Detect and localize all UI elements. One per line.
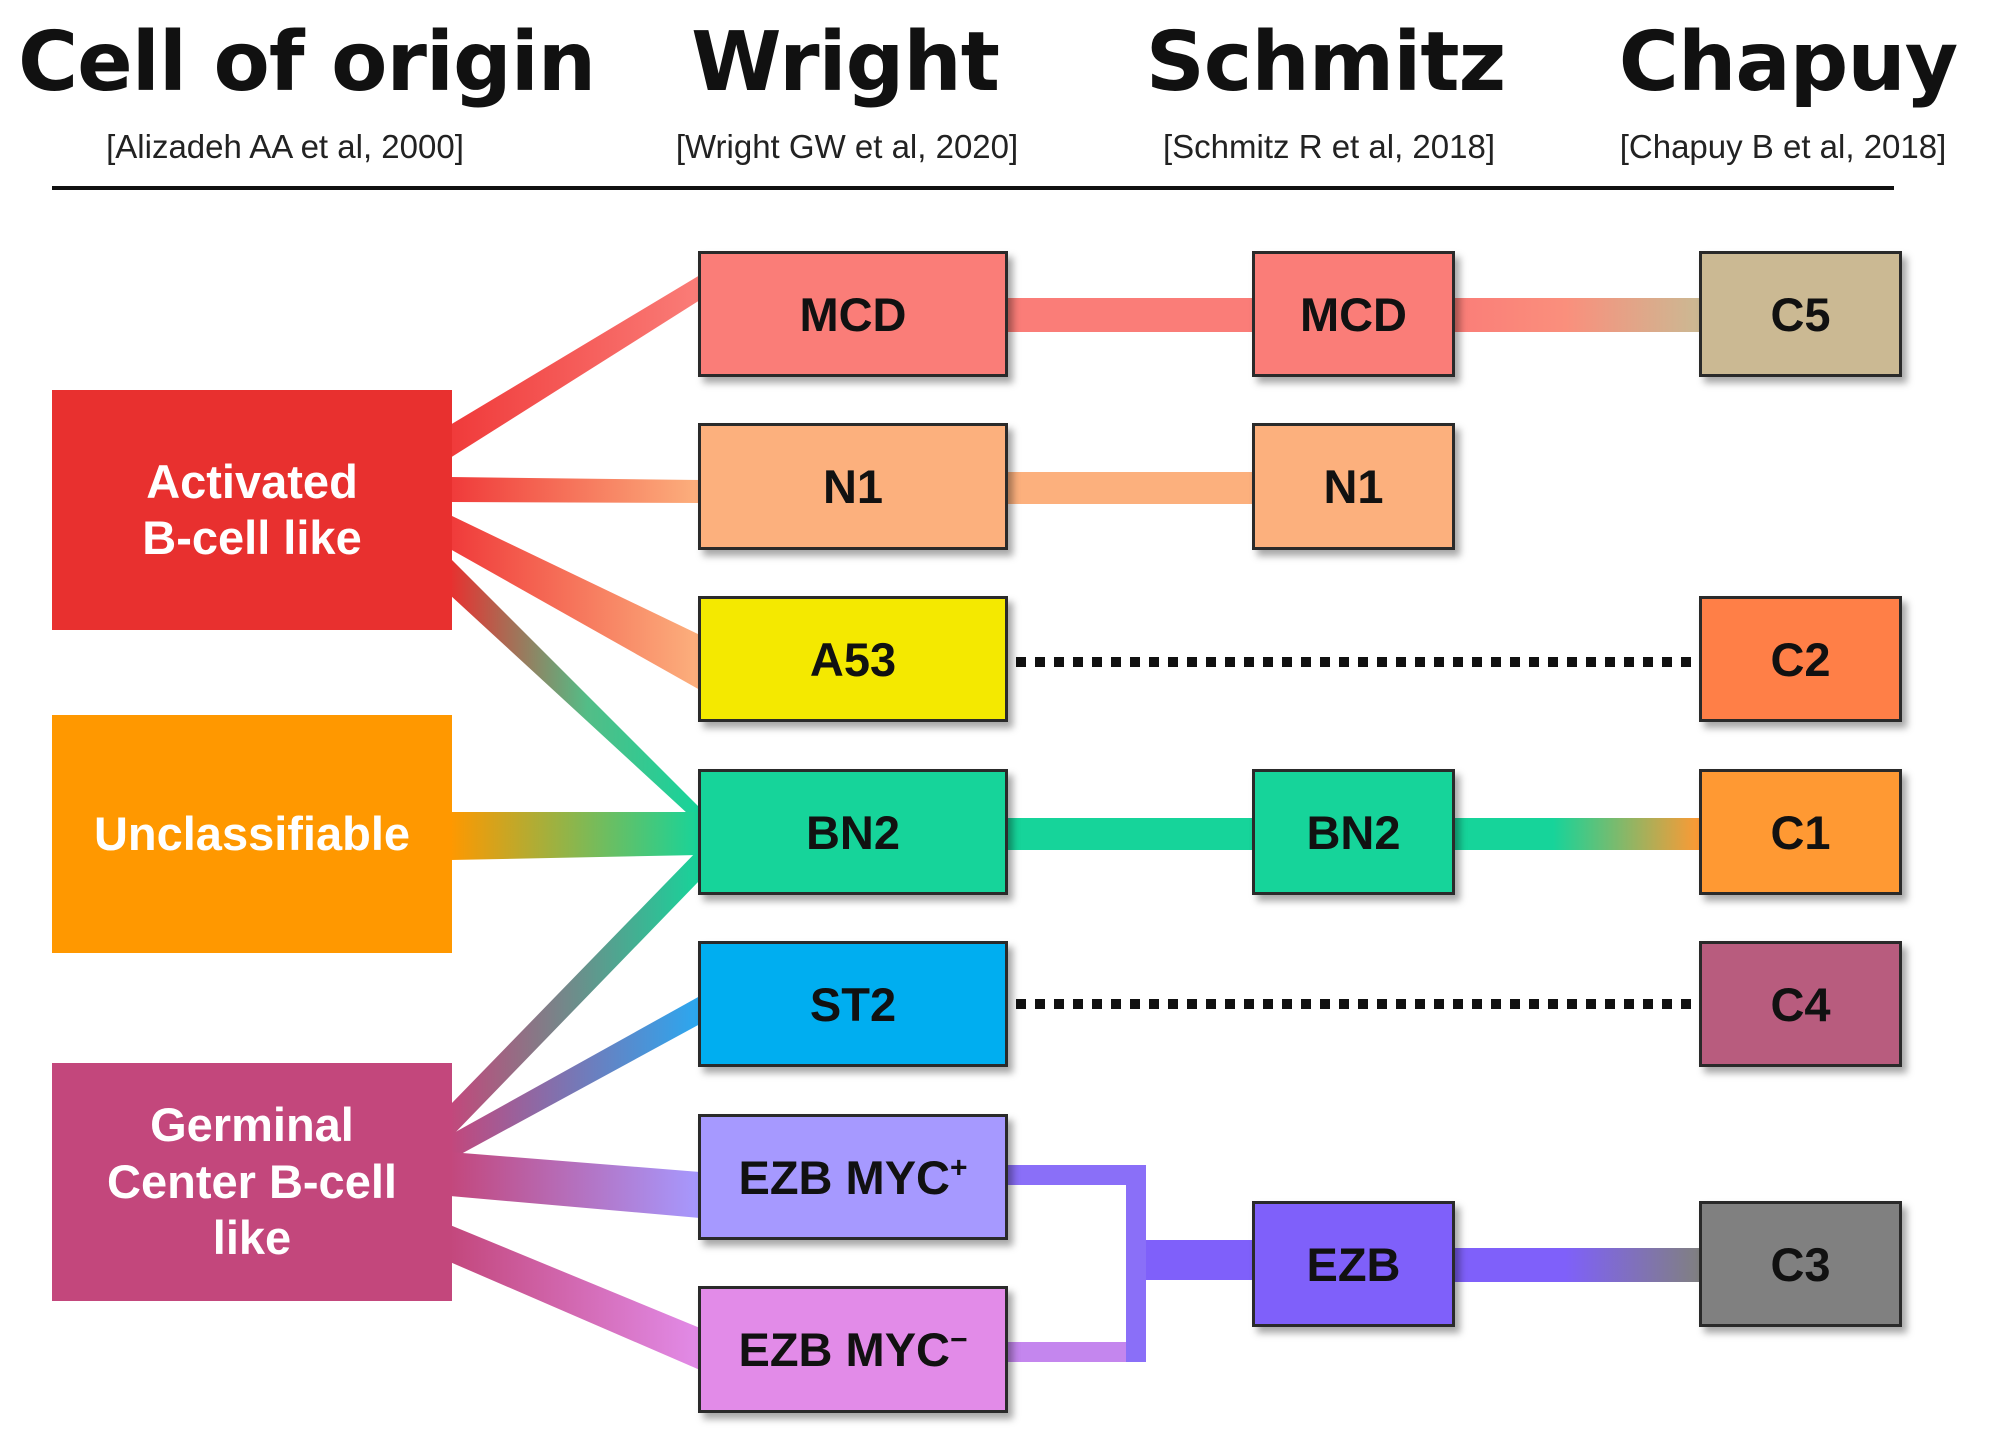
link-gcb-to-bn2 (450, 848, 700, 1138)
wright-node-ezb-myc-plus-sup: + (949, 1150, 968, 1184)
wright-node-n1-label: N1 (822, 460, 884, 513)
chapuy-node-c3-label: C3 (1770, 1237, 1831, 1291)
wright-node-ezb-myc-plus: EZB MYC+ (698, 1114, 1008, 1240)
wright-node-a53-label: A53 (809, 632, 897, 686)
wright-node-ezb-myc-minus-label: EZB MYC− (738, 1322, 967, 1377)
link-abc-to-mcd (450, 275, 700, 458)
chapuy-node-c4: C4 (1699, 941, 1902, 1067)
chapuy-node-c5-label: C5 (1770, 287, 1831, 341)
chapuy-node-c4-label: C4 (1770, 977, 1831, 1031)
wright-node-ezb-myc-plus-text: EZB MYC (738, 1150, 950, 1204)
schmitz-node-ezb: EZB (1252, 1201, 1455, 1327)
schmitz-node-n1-label: N1 (1323, 460, 1384, 513)
column-reference-chapuy: [Chapuy B et al, 2018] (1619, 128, 1947, 165)
wright-node-ezb-myc-minus: EZB MYC− (698, 1286, 1008, 1413)
link-gcb-to-ezb-myc-plus (450, 1152, 700, 1218)
wright-node-st2-label: ST2 (809, 977, 897, 1031)
column-title-schmitz: Schmitz (1145, 15, 1507, 110)
wright-node-st2: ST2 (698, 941, 1008, 1067)
column-title-chapuy: Chapuy (1618, 15, 1958, 110)
link-bn2-to-c1 (1455, 818, 1700, 850)
column-reference-cell-of-origin: [Alizadeh AA et al, 2000] (106, 128, 464, 165)
chapuy-node-c2: C2 (1699, 596, 1902, 722)
link-ezb-to-c3 (1455, 1248, 1700, 1282)
wright-node-ezb-myc-minus-text: EZB MYC (738, 1323, 950, 1376)
wright-node-mcd-label: MCD (799, 287, 907, 341)
link-ezb-bracket-to-ezb (1146, 1240, 1255, 1280)
link-ezb-myc-minus-bracket-bottom (1005, 1342, 1146, 1362)
link-ezb-bracket-vertical (1126, 1165, 1146, 1362)
link-gcb-to-st2 (450, 996, 700, 1160)
coo-unclassifiable-label: Unclassifiable (93, 806, 411, 860)
wright-node-ezb-myc-minus-sup: − (949, 1323, 968, 1357)
column-title-wright: Wright (691, 15, 1000, 110)
coo-germinal-center-b-cell-like: Germinal Center B-cell like (52, 1063, 452, 1301)
link-gcb-to-ezb-myc-minus (450, 1225, 700, 1370)
wright-node-a53: A53 (698, 596, 1008, 722)
header-divider (52, 186, 1894, 190)
chapuy-node-c2-label: C2 (1770, 632, 1831, 686)
link-mcd-to-c5 (1455, 298, 1700, 332)
schmitz-node-bn2-label: BN2 (1306, 805, 1401, 859)
chapuy-node-c1-label: C1 (1770, 805, 1831, 859)
link-abc-to-bn2 (450, 558, 700, 825)
schmitz-node-mcd-label: MCD (1299, 287, 1408, 341)
link-mcd-to-mcd (1005, 298, 1255, 332)
link-abc-to-n1 (450, 477, 700, 503)
schmitz-node-bn2: BN2 (1252, 769, 1455, 895)
wright-node-ezb-myc-plus-label: EZB MYC+ (738, 1150, 967, 1205)
chapuy-node-c5: C5 (1699, 251, 1902, 377)
column-reference-wright: [Wright GW et al, 2020] (675, 128, 1019, 165)
column-reference-schmitz: [Schmitz R et al, 2018] (1163, 128, 1495, 165)
chapuy-node-c3: C3 (1699, 1201, 1902, 1327)
wright-node-bn2-label: BN2 (805, 805, 901, 859)
wright-node-bn2: BN2 (698, 769, 1008, 895)
coo-activated-b-cell-like-label: Activated B-cell like (142, 454, 362, 564)
schmitz-node-ezb-label: EZB (1306, 1237, 1401, 1291)
wright-node-mcd: MCD (698, 251, 1008, 377)
link-abc-to-a53 (450, 515, 700, 690)
coo-unclassifiable: Unclassifiable (52, 715, 452, 953)
link-n1-to-n1 (1005, 472, 1255, 504)
schmitz-node-mcd: MCD (1252, 251, 1455, 377)
chapuy-node-c1: C1 (1699, 769, 1902, 895)
schmitz-node-n1: N1 (1252, 423, 1455, 550)
link-ezb-myc-plus-bracket-top (1005, 1165, 1146, 1185)
column-title-cell-of-origin: Cell of origin (18, 15, 596, 110)
wright-node-n1: N1 (698, 423, 1008, 550)
link-unc-to-bn2 (450, 812, 700, 860)
link-bn2-to-bn2 (1005, 818, 1255, 850)
coo-activated-b-cell-like: Activated B-cell like (52, 390, 452, 630)
coo-germinal-center-b-cell-like-label: Germinal Center B-cell like (107, 1098, 397, 1265)
